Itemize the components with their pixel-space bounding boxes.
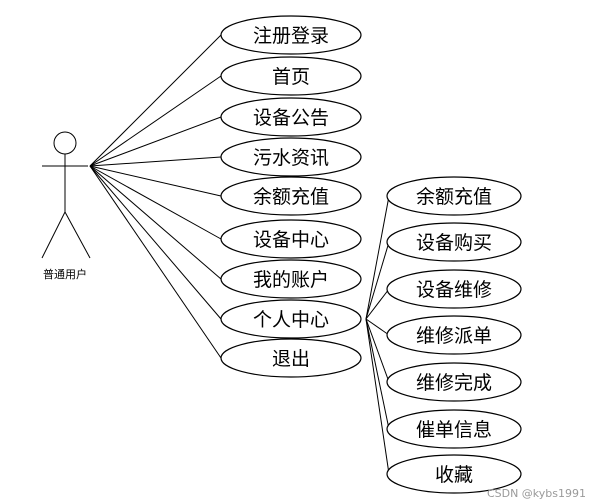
sub-dispatch-label: 维修派单 [416,325,492,347]
association-line-sub-recharge [365,195,390,320]
uc-notice[interactable]: 设备公告 [220,97,362,137]
association-line-uc-personal-center [89,165,222,320]
uc-my-account-label: 我的账户 [253,269,329,291]
uc-logout[interactable]: 退出 [220,338,362,378]
uc-logout-ellipse [220,338,362,378]
uc-register-label: 注册登录 [253,25,329,47]
uc-recharge-label: 余额充值 [253,186,329,208]
uc-device-center[interactable]: 设备中心 [220,219,362,259]
sub-recharge[interactable]: 余额充值 [386,176,522,216]
sub-dispatch-ellipse [386,315,522,355]
actor-head [53,131,77,155]
uc-my-account[interactable]: 我的账户 [220,259,362,299]
sub-urge[interactable]: 催单信息 [386,409,522,449]
uc-recharge[interactable]: 余额充值 [220,176,362,216]
association-line-uc-recharge [89,165,222,197]
association-line-uc-home [89,75,222,167]
uc-register-ellipse [220,15,362,55]
actor-figure: 普通用户 [41,131,91,281]
association-line-sub-complete [365,318,390,383]
watermark: CSDN @kybs1991 [487,487,586,500]
sub-complete-label: 维修完成 [416,372,492,394]
uc-register[interactable]: 注册登录 [220,15,362,55]
uc-personal-center-label: 个人中心 [253,309,329,331]
uc-news[interactable]: 污水资讯 [220,137,362,177]
sub-recharge-label: 余额充值 [416,186,492,208]
association-lines [89,34,390,475]
uc-my-account-ellipse [220,259,362,299]
sub-dispatch[interactable]: 维修派单 [386,315,522,355]
uc-notice-ellipse [220,97,362,137]
sub-repair-ellipse [386,269,522,309]
uc-notice-label: 设备公告 [253,107,329,129]
sub-favorite[interactable]: 收藏 [386,454,522,494]
association-line-sub-favorite [365,318,390,475]
uc-home-ellipse [220,56,362,96]
sub-purchase[interactable]: 设备购买 [386,222,522,262]
sub-favorite-ellipse [386,454,522,494]
sub-purchase-ellipse [386,222,522,262]
uc-recharge-ellipse [220,176,362,216]
actor-label: 普通用户 [43,267,87,281]
sub-complete-ellipse [386,362,522,402]
uc-personal-center[interactable]: 个人中心 [220,299,362,339]
uc-news-ellipse [220,137,362,177]
sub-urge-ellipse [386,409,522,449]
association-line-uc-my-account [89,165,222,280]
sub-repair[interactable]: 设备维修 [386,269,522,309]
sub-urge-label: 催单信息 [416,419,492,441]
uc-device-center-ellipse [220,219,362,259]
association-line-uc-device-center [89,165,222,240]
association-line-uc-news [89,156,222,167]
actor-leg-right [64,211,91,259]
sub-repair-label: 设备维修 [416,279,492,301]
association-line-sub-repair [365,288,390,320]
sub-purchase-label: 设备购买 [416,232,492,254]
sub-complete[interactable]: 维修完成 [386,362,522,402]
sub-recharge-ellipse [386,176,522,216]
sub-favorite-label: 收藏 [435,464,473,486]
association-line-uc-notice [89,116,222,167]
actor-leg-left [41,211,66,259]
uc-home-label: 首页 [272,66,310,88]
association-line-sub-urge [365,318,390,430]
association-line-sub-purchase [365,241,390,320]
association-line-uc-logout [89,165,222,359]
association-line-sub-dispatch [365,318,390,336]
uc-logout-label: 退出 [272,348,310,370]
uc-home[interactable]: 首页 [220,56,362,96]
uc-personal-center-ellipse [220,299,362,339]
uc-device-center-label: 设备中心 [253,229,329,251]
association-line-uc-register [89,34,222,167]
uc-news-label: 污水资讯 [253,147,329,169]
